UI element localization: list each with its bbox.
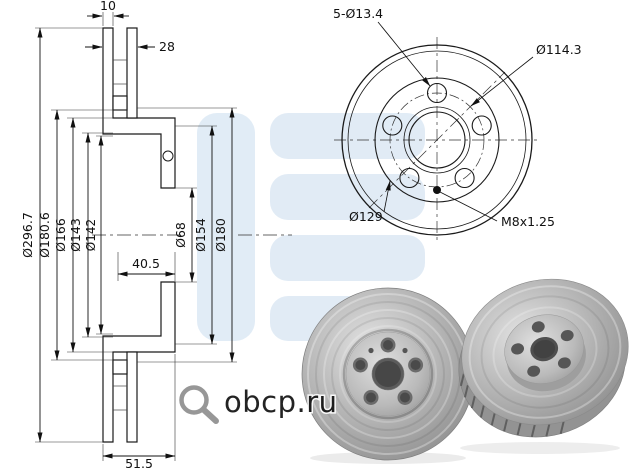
front-centerlines	[334, 37, 540, 243]
dim-143-diameter: Ø143	[68, 218, 83, 252]
vent-vane-lines	[113, 59, 127, 411]
disc-section-profile	[102, 27, 176, 443]
label-hub-diameter: Ø129	[349, 209, 383, 224]
bolt-holes	[382, 82, 492, 189]
site-watermark-text: obcp.ru	[224, 385, 338, 419]
dim-outer-diameter: Ø296.7	[20, 212, 35, 258]
section-view: Ø296.7 Ø180.6 Ø166 Ø143 Ø142 Ø68 Ø154 Ø1…	[20, 0, 292, 471]
dim-hat-outer-diameter: Ø166	[53, 218, 68, 252]
thread-hole	[433, 186, 441, 194]
photo-angled-bolt-holes	[511, 321, 574, 377]
dim-thickness: 28	[159, 39, 175, 54]
dim-142-diameter: Ø142	[84, 219, 98, 251]
dim-hat-depth: 40.5	[132, 256, 160, 271]
photo-disc-front	[301, 287, 475, 464]
magnifier-icon	[179, 385, 219, 424]
dim-friction-inner-diameter: Ø180.6	[37, 212, 52, 258]
dim-bore-diameter: Ø68	[173, 222, 188, 248]
dim-154-diameter: Ø154	[193, 218, 208, 252]
dim-180-diameter: Ø180	[213, 218, 228, 252]
label-bolt-holes: 5-Ø13.4	[333, 6, 383, 21]
site-watermark: obcp.ru	[179, 384, 339, 424]
dim-total-height: 51.5	[125, 456, 153, 471]
label-thread-spec: M8x1.25	[501, 214, 555, 229]
dimension-lines	[37, 13, 235, 459]
vent-slots	[459, 373, 565, 438]
dim-top-width: 10	[100, 0, 116, 13]
leader-lines	[377, 21, 534, 222]
photo-front-bolt-holes	[352, 337, 424, 405]
photo-disc-angled	[458, 278, 629, 454]
label-bolt-circle-diameter: Ø114.3	[536, 42, 582, 57]
front-view: 5-Ø13.4 Ø114.3 Ø129 M8x1.25	[333, 6, 582, 243]
